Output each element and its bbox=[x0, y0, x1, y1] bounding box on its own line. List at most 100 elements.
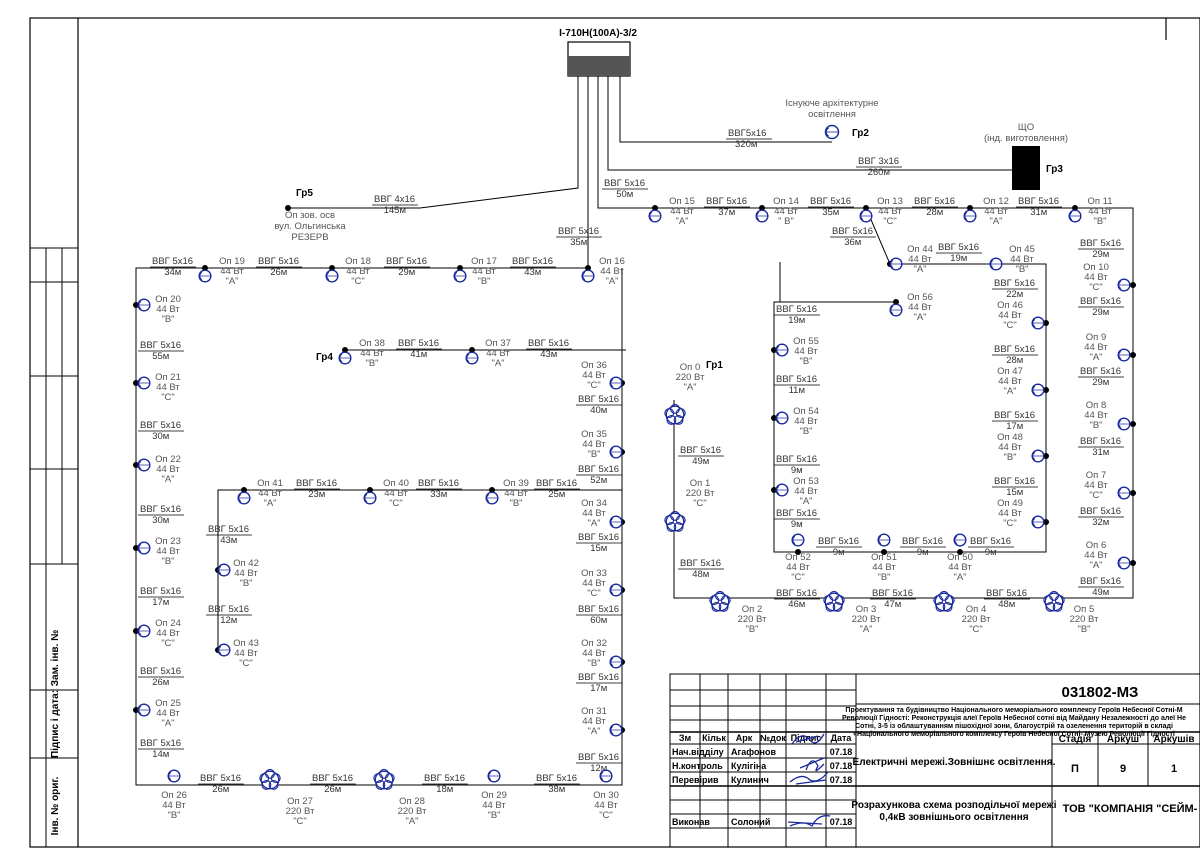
luminaire-power: 44 Вт bbox=[486, 348, 510, 359]
lamp-icon bbox=[859, 209, 873, 223]
cable-length: 26м bbox=[270, 267, 287, 278]
lamp-icon bbox=[487, 769, 501, 783]
lamp-icon bbox=[1031, 383, 1045, 397]
lamp-icon bbox=[775, 343, 789, 357]
staff-name: Агафонов bbox=[731, 747, 776, 757]
luminaire-power: 44 Вт bbox=[220, 266, 244, 277]
luminaire-id: Оп 29 bbox=[481, 790, 507, 801]
cable-type: ВВГ 5х16 bbox=[578, 532, 619, 543]
luminaire-phase: "А" bbox=[799, 496, 812, 507]
lamp-icon bbox=[609, 723, 623, 737]
tb-header-4: №док bbox=[760, 733, 786, 743]
luminaire-power: 44 Вт bbox=[162, 800, 186, 811]
lamp-icon bbox=[963, 209, 977, 223]
luminaire-power: 44 Вт bbox=[594, 800, 618, 811]
luminaire-power: 44 Вт bbox=[998, 442, 1022, 453]
luminaire-phase: "А" bbox=[587, 518, 600, 529]
luminaire-power: 220 Вт bbox=[676, 372, 706, 383]
tb-header-3: Арк bbox=[736, 733, 753, 743]
luminaire-power: 220 Вт bbox=[686, 488, 716, 499]
luminaire-id: Оп 6 bbox=[1086, 540, 1106, 551]
group-label-4: Гр4 bbox=[316, 352, 333, 363]
luminaire-id: Оп 13 bbox=[877, 196, 903, 207]
luminaire-power: 44 Вт bbox=[1084, 550, 1108, 561]
luminaire-power: 44 Вт bbox=[156, 546, 180, 557]
cable-length: 9м bbox=[791, 519, 803, 530]
cable-type: ВВГ 5х16 bbox=[994, 410, 1035, 421]
lamp-icon bbox=[167, 769, 181, 783]
luminaire-phase: "С" bbox=[1089, 282, 1103, 293]
lamp-icon bbox=[198, 269, 212, 283]
luminaire-id: Оп 50 bbox=[947, 552, 973, 563]
stage-header-1: Стадія bbox=[1059, 734, 1092, 745]
luminaire-id: Оп 1 bbox=[690, 478, 710, 489]
lamp-icon bbox=[609, 655, 623, 669]
cable-type: ВВГ 5х16 bbox=[424, 773, 465, 784]
luminaire-id: Оп 46 bbox=[997, 300, 1023, 311]
cable-length: 23м bbox=[308, 489, 325, 500]
cable-length: 320м bbox=[735, 139, 757, 150]
shcho-box bbox=[1012, 146, 1040, 190]
luminaire-power: 44 Вт bbox=[984, 206, 1008, 217]
floodlight-icon bbox=[259, 768, 281, 791]
stage-value-1: П bbox=[1071, 763, 1079, 775]
cable-type: ВВГ 5х16 bbox=[872, 588, 913, 599]
junction-dots bbox=[133, 205, 1136, 733]
luminaire-power: 220 Вт bbox=[738, 614, 768, 625]
tb-header-6: Дата bbox=[831, 733, 853, 743]
company-name: ТОВ "КОМПАНІЯ "СЕЙМ- bbox=[1063, 802, 1198, 815]
staff-name: Солоний bbox=[731, 817, 770, 827]
cable-length: 25м bbox=[548, 489, 565, 500]
luminaire-power: 44 Вт bbox=[360, 348, 384, 359]
lamp-icon bbox=[453, 269, 467, 283]
luminaire-id: Оп 18 bbox=[345, 256, 371, 267]
main-panel bbox=[567, 41, 631, 77]
luminaire-phase: "А" bbox=[859, 624, 872, 635]
lamp-icon bbox=[609, 376, 623, 390]
cable-type: ВВГ 5х16 bbox=[152, 256, 193, 267]
cable-type: ВВГ 5х16 bbox=[140, 666, 181, 677]
luminaire-phase: "С" bbox=[161, 392, 175, 403]
luminaire-phase: "В" bbox=[1089, 420, 1102, 431]
svg-text:Сотні, 3-5 із облаштуванням пі: Сотні, 3-5 із облаштуванням пішохідної з… bbox=[855, 722, 1173, 730]
cable-type: ВВГ 5х16 bbox=[776, 454, 817, 465]
cable-type: ВВГ 5х16 bbox=[140, 738, 181, 749]
cable-length: 29м bbox=[1092, 307, 1109, 318]
staff-name: Кулігіна bbox=[731, 761, 767, 771]
cable-length: 17м bbox=[590, 683, 607, 694]
staff-date: 07.18 bbox=[830, 775, 853, 785]
tb-header-2: Кільк bbox=[702, 733, 726, 743]
luminaire-power: 44 Вт bbox=[582, 648, 606, 659]
group-label-1: Гр1 bbox=[706, 360, 723, 371]
cable-length: 48м bbox=[692, 569, 709, 580]
luminaire-phase: "В" bbox=[799, 426, 812, 437]
lamp-icon bbox=[137, 541, 151, 555]
luminaire-id: Оп 45 bbox=[1009, 244, 1035, 255]
cable-length: 145м bbox=[384, 205, 406, 216]
cable-type: ВВГ 5х16 bbox=[398, 338, 439, 349]
lamp-icon bbox=[1068, 209, 1082, 223]
floodlight-icon bbox=[823, 590, 845, 613]
luminaire-id: Оп 38 bbox=[359, 338, 385, 349]
